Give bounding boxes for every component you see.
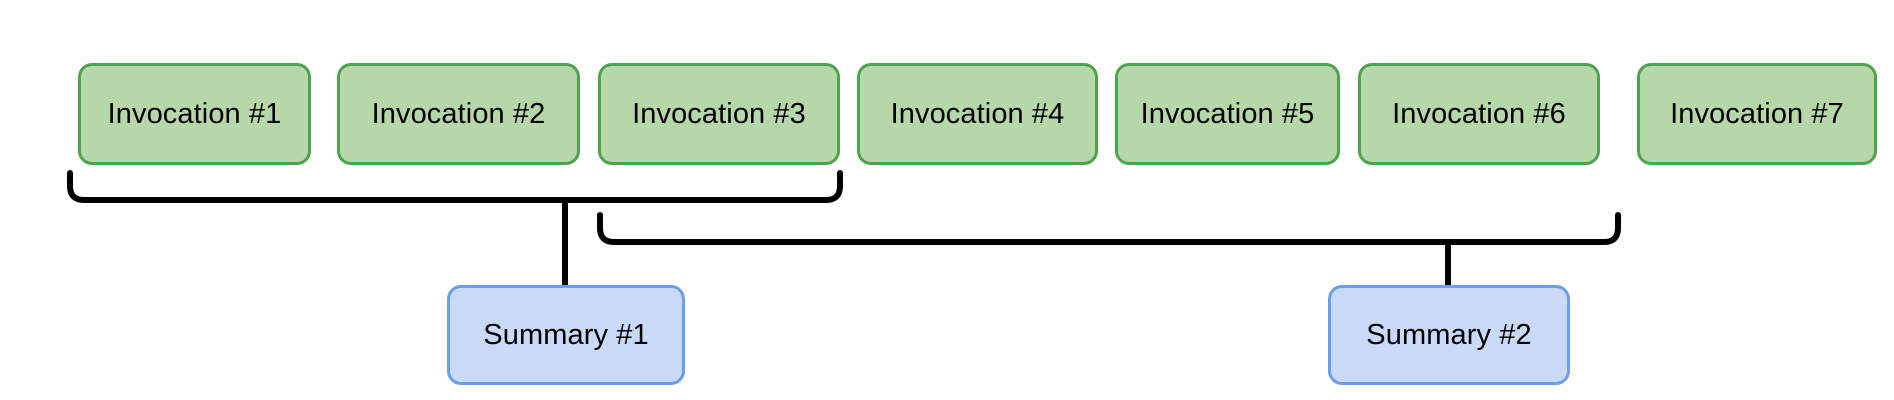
bracket-1-path	[67, 170, 843, 203]
node-invocation-6-label: Invocation #6	[1392, 97, 1566, 130]
node-invocation-5[interactable]: Invocation #5	[1115, 63, 1340, 165]
node-invocation-4-label: Invocation #4	[890, 97, 1065, 130]
node-invocation-7[interactable]: Invocation #7	[1637, 63, 1877, 165]
node-invocation-2-label: Invocation #2	[371, 97, 546, 130]
node-invocation-6[interactable]: Invocation #6	[1358, 63, 1600, 165]
node-invocation-2[interactable]: Invocation #2	[337, 63, 580, 165]
bracket-2-path	[597, 212, 1621, 245]
node-summary-1[interactable]: Summary #1	[447, 285, 685, 385]
node-summary-2-label: Summary #2	[1366, 318, 1532, 351]
node-summary-1-label: Summary #1	[483, 318, 649, 351]
node-invocation-3-label: Invocation #3	[632, 97, 806, 130]
node-invocation-5-label: Invocation #5	[1140, 97, 1315, 130]
node-invocation-3[interactable]: Invocation #3	[598, 63, 840, 165]
node-invocation-4[interactable]: Invocation #4	[857, 63, 1098, 165]
node-invocation-7-label: Invocation #7	[1670, 97, 1844, 130]
node-summary-2[interactable]: Summary #2	[1328, 285, 1570, 385]
node-invocation-1[interactable]: Invocation #1	[78, 63, 311, 165]
node-invocation-1-label: Invocation #1	[107, 97, 282, 130]
